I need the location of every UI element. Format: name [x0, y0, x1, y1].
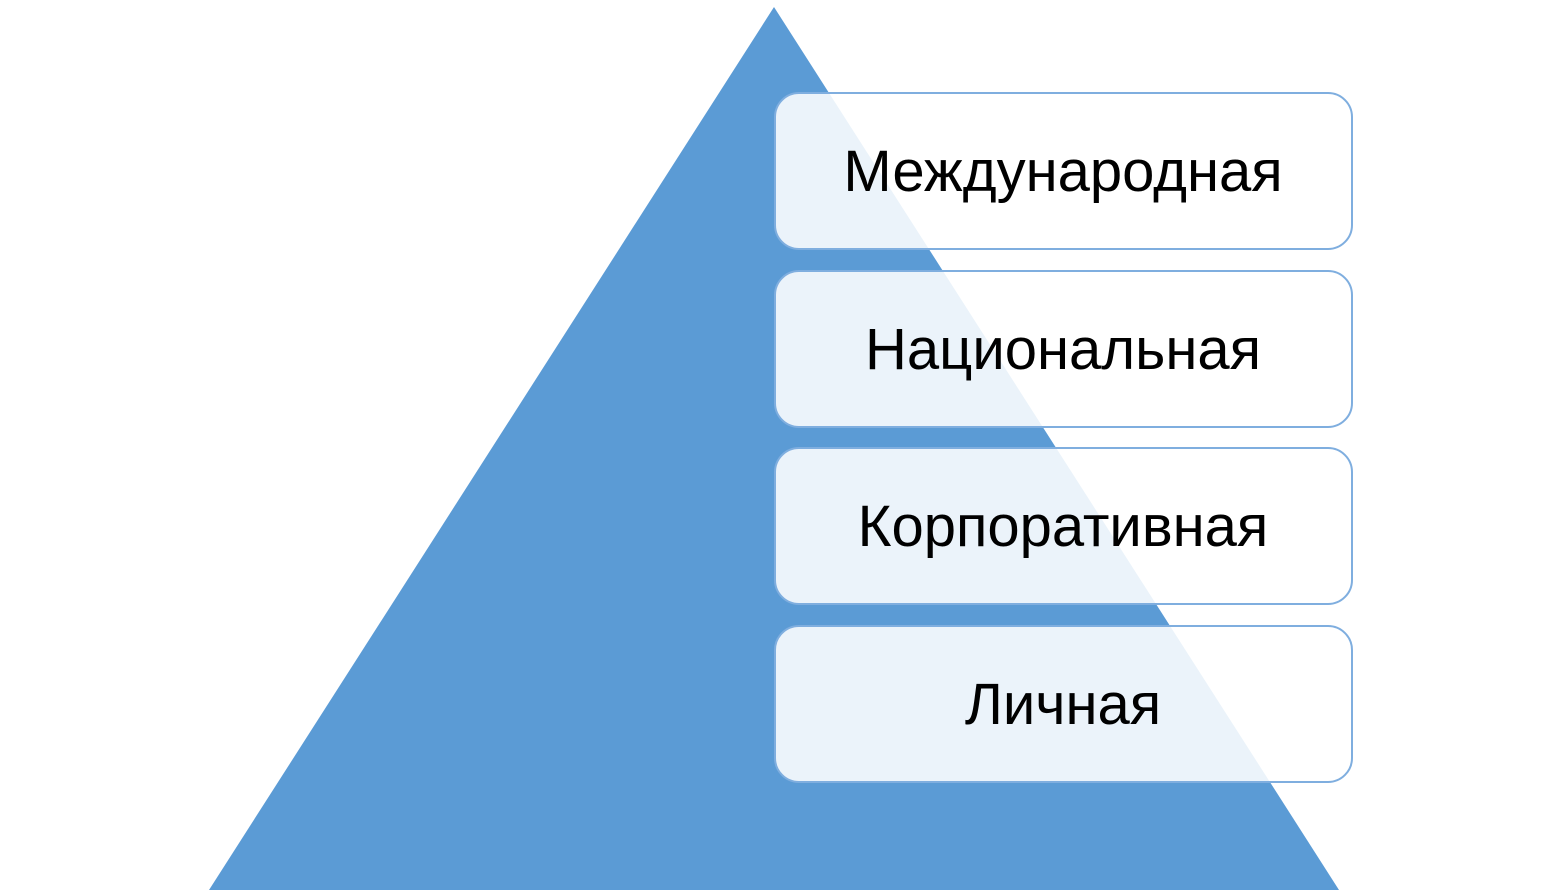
level-box-1: Национальная: [774, 270, 1353, 428]
level-box-0: Международная: [774, 92, 1353, 250]
level-box-2: Корпоративная: [774, 447, 1353, 605]
level-label: Личная: [965, 672, 1161, 737]
level-box-3: Личная: [774, 625, 1353, 783]
level-label: Национальная: [865, 317, 1261, 382]
level-label: Международная: [843, 139, 1282, 204]
level-label: Корпоративная: [858, 494, 1269, 559]
